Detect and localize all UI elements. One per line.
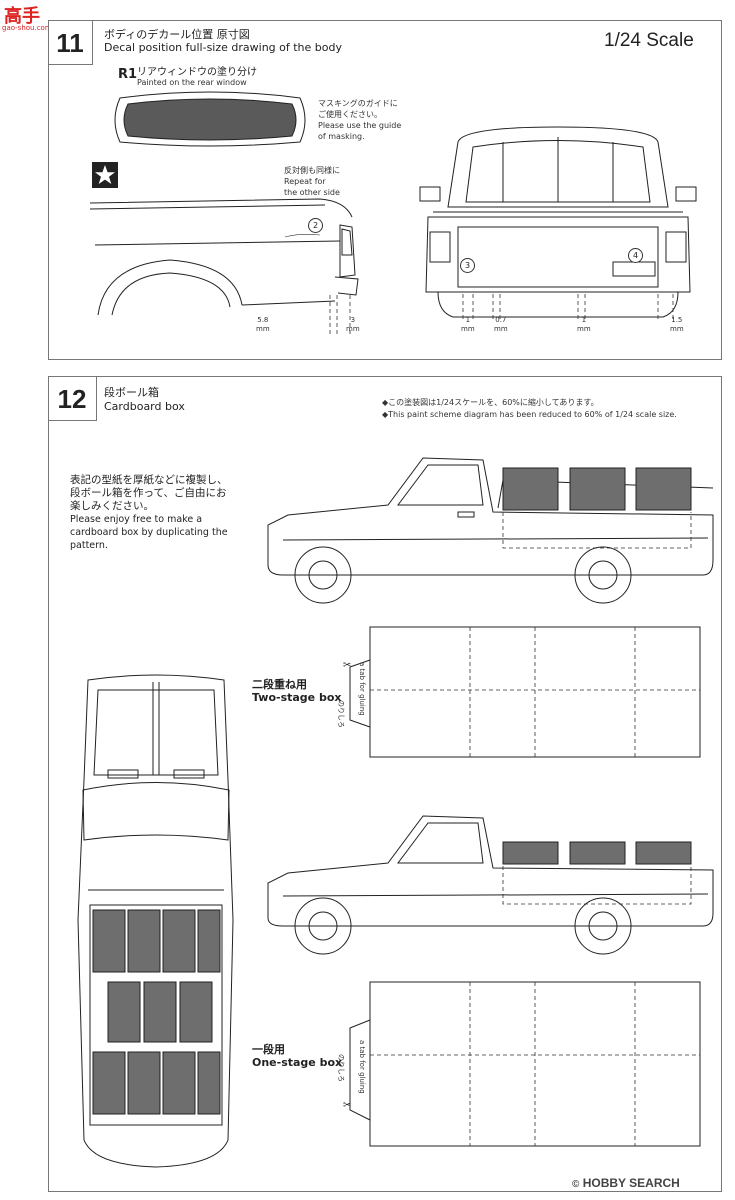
side-view-truck-one-stage (267, 815, 714, 955)
intro-en-2: cardboard box by duplicating the (70, 527, 228, 538)
step-12-number-box (48, 376, 97, 421)
repeat-note-en-2: the other side (284, 188, 340, 197)
dim-rear-1b: 1 mm (577, 316, 591, 334)
dim-side-3-value: 3 (350, 316, 356, 324)
scale-label: 1/24 Scale (604, 30, 694, 51)
two-stage-glue-tab-jp: のりしろ (337, 700, 345, 728)
two-stage-box-pattern (349, 626, 701, 758)
rear-window-decal (114, 91, 306, 147)
mask-note-en-1: Please use the guide (318, 121, 402, 130)
intro-text: 表記の型紙を厚紙などに複製し、 段ボール箱を作って、ご自由にお 楽しみください。… (70, 474, 246, 552)
copyright-mark: © (572, 1179, 580, 1190)
r1-code: R1 (118, 67, 138, 82)
one-stage-glue-tab-jp: のりしろ (337, 1054, 345, 1082)
mask-note-jp-1: マスキングのガイドに (318, 99, 398, 108)
decal-3-marker: 3 (460, 258, 475, 273)
intro-jp-3: 楽しみください。 (70, 500, 154, 512)
dim-rear-1b-unit: mm (577, 325, 591, 333)
intro-en-1: Please enjoy free to make a (70, 514, 203, 525)
scale-note-jp: ◆この塗装図は1/24スケールを、60%に縮小してあります。 (382, 398, 599, 407)
repeat-note: 反対側も同様に Repeat for the other side (284, 165, 340, 198)
scissors-icon: ✂ (343, 660, 352, 671)
hobby-search-logo: HOBBY SEARCH (582, 1176, 680, 1190)
r1-title-jp: リアウィンドウの塗り分け (137, 67, 257, 78)
two-stage-title-jp: 二段重ね用 (252, 678, 307, 691)
decal-4-marker: 4 (628, 248, 643, 263)
dim-side-3-unit: mm (346, 325, 360, 333)
dim-rear-1a-value: 1 (465, 316, 471, 324)
rear-view-drawing (419, 126, 697, 322)
tailgate-logo: Sunny (616, 264, 645, 273)
star-icon (92, 162, 118, 188)
one-stage-title-jp: 一段用 (252, 1043, 285, 1056)
side-view-truck-two-stage (267, 457, 714, 604)
dim-side-3: 3 mm (346, 316, 360, 334)
dim-rear-1-5: 1.5 mm (670, 316, 684, 334)
footer-brand: © HOBBY SEARCH (572, 1176, 680, 1190)
dim-side-5-8-unit: mm (256, 325, 270, 333)
watermark-logo: 高手 (4, 6, 40, 27)
repeat-note-en-1: Repeat for (284, 177, 326, 186)
dim-rear-1-5-unit: mm (670, 325, 684, 333)
scale-note-en: ◆This paint scheme diagram has been redu… (382, 410, 677, 419)
dim-rear-1a: 1 mm (461, 316, 475, 334)
step-12-title-en: Cardboard box (104, 400, 185, 413)
intro-jp-1: 表記の型紙を厚紙などに複製し、 (70, 474, 228, 486)
scissors-icon-2: ✂ (343, 1100, 352, 1111)
step-11-title-jp: ボディのデカール位置 原寸図 (104, 28, 250, 41)
dim-rear-1a-unit: mm (461, 325, 475, 333)
one-stage-box-pattern (349, 981, 701, 1147)
step-11-number: 11 (56, 28, 84, 58)
mask-note-en-2: of masking. (318, 132, 365, 141)
step-12-number: 12 (57, 384, 87, 414)
dim-rear-0-7-value: 0.7 (495, 316, 507, 324)
decal-2-marker: 2 (308, 218, 323, 233)
two-stage-glue-tab-en: a tab for gluing (358, 662, 366, 716)
site-watermark: 高手 gao-shou.com (0, 0, 80, 32)
dim-side-5-8: 5.8 mm (256, 316, 270, 334)
watermark-url: gao-shou.com (2, 24, 52, 32)
intro-en-3: pattern. (70, 540, 108, 551)
repeat-note-jp: 反対側も同様に (284, 166, 340, 175)
intro-jp-2: 段ボール箱を作って、ご自由にお (70, 487, 227, 499)
step-11-number-box (48, 20, 93, 65)
dim-rear-1b-value: 1 (581, 316, 587, 324)
one-stage-glue-tab-en: a tab for gluing (358, 1040, 366, 1094)
step-12-title-jp: 段ボール箱 (104, 386, 159, 399)
one-stage-title-en: One-stage box (252, 1056, 343, 1069)
step-11-panel (48, 20, 722, 360)
dim-rear-0-7: 0.7 mm (494, 316, 508, 334)
side-body-drawing (89, 198, 359, 335)
top-view-boxes (92, 909, 221, 1115)
dim-side-5-8-value: 5.8 (257, 316, 269, 324)
dim-rear-0-7-unit: mm (494, 325, 508, 333)
dim-rear-1-5-value: 1.5 (671, 316, 683, 324)
top-view-truck (77, 674, 234, 1168)
r1-title-en: Painted on the rear window (137, 78, 247, 87)
mask-note: マスキングのガイドに ご使用ください。 Please use the guide… (318, 98, 401, 142)
two-stage-title-en: Two-stage box (252, 691, 342, 704)
mask-note-jp-2: ご使用ください。 (318, 110, 382, 119)
step-11-title-en: Decal position full-size drawing of the … (104, 41, 342, 54)
